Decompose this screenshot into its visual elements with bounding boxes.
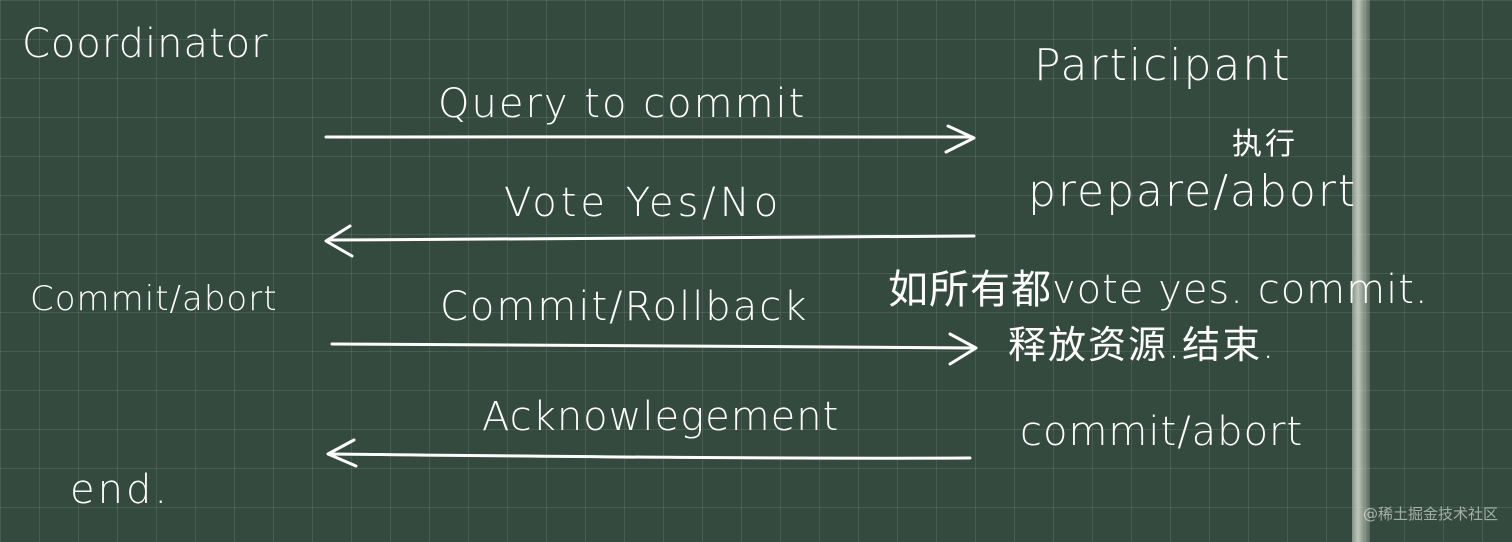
arrow-ack-head [326, 438, 358, 468]
arrow-commit-rollback [330, 342, 976, 350]
watermark: @稀土掘金技术社区 [1362, 505, 1498, 523]
arrow-vote-head [324, 224, 354, 258]
note-end: end. [70, 467, 171, 513]
note-execute: 执行 [1232, 127, 1298, 162]
note-participant-commit-abort: commit/abort [1020, 409, 1304, 455]
arrow-vote [328, 234, 976, 242]
note-coordinator-commit-abort: Commit/abort [30, 279, 278, 319]
arrow-ack [328, 452, 972, 460]
note-all-vote-yes: 如所有都vote yes. commit. [888, 267, 1429, 313]
arrow-query-to-commit-head [944, 124, 976, 154]
message-acknowlegement: Acknowlegement [482, 394, 840, 440]
note-release-resources: 释放资源.结束. [1008, 323, 1277, 367]
arrow-query-to-commit [324, 135, 974, 139]
message-commit-rollback: Commit/Rollback [440, 284, 809, 330]
message-query-to-commit: Query to commit [438, 81, 807, 127]
message-vote-yes-no: Vote Yes/No [504, 180, 783, 226]
note-prepare-abort: prepare/abort [1028, 166, 1358, 217]
board-margin-stripe [1352, 0, 1370, 542]
arrow-commit-rollback-head [948, 332, 978, 366]
coordinator-label: Coordinator [22, 21, 269, 67]
participant-label: Participant [1034, 40, 1292, 91]
